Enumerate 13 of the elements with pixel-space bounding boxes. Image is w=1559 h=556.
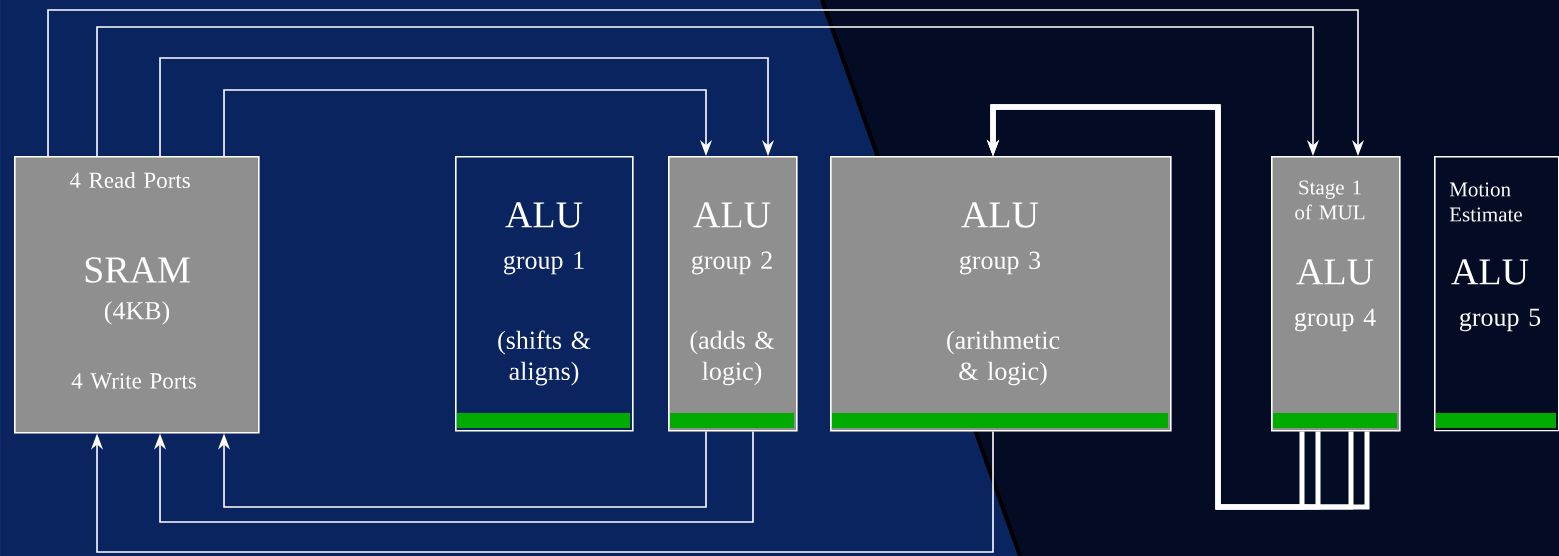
alu-box: Stage 1 of MUL ALU group 4 — [1271, 156, 1401, 432]
sram-box: 4 Read Ports SRAM (4KB) 4 Write Ports — [14, 156, 260, 434]
arrow — [217, 430, 707, 508]
alu-box: ALU group 1 (shifts & aligns) — [455, 156, 634, 432]
arrow — [223, 89, 713, 157]
arrow — [47, 9, 1365, 157]
alu-box: ALU group 3 (arithmetic & logic) — [830, 156, 1172, 432]
arrow — [90, 430, 994, 553]
arrow — [159, 57, 775, 157]
alu-box: Motion Estimate ALU group 5 — [1434, 156, 1559, 432]
arrow — [153, 430, 754, 523]
alu-box: ALU group 2 (adds & logic) — [668, 156, 798, 432]
arrow — [96, 26, 1320, 157]
